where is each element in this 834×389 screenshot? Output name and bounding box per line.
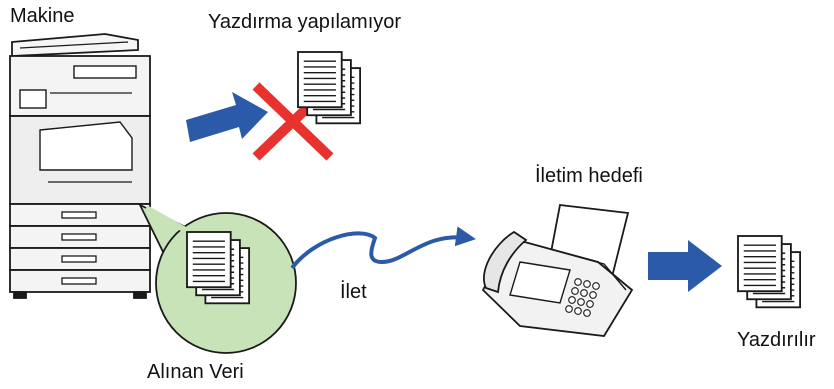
forward-label: İlet <box>340 281 367 303</box>
cannot-print-label: Yazdırma yapılamıyor <box>208 11 402 33</box>
printed-label: Yazdırılır <box>737 329 816 351</box>
machine-label: Makine <box>10 5 75 27</box>
printed-document-stack-icon <box>737 235 802 309</box>
lightning-arrow-icon <box>290 226 476 270</box>
received-data-label: Alınan Veri <box>147 361 244 383</box>
fax-machine-icon <box>481 204 634 337</box>
received-document-stack-icon <box>186 231 251 305</box>
right-arrow-icon <box>186 92 268 142</box>
multifunction-printer-icon <box>9 33 151 299</box>
document-stack-icon <box>297 51 362 125</box>
right-arrow-icon <box>648 240 722 292</box>
destination-label: İletim hedefi <box>535 165 643 187</box>
